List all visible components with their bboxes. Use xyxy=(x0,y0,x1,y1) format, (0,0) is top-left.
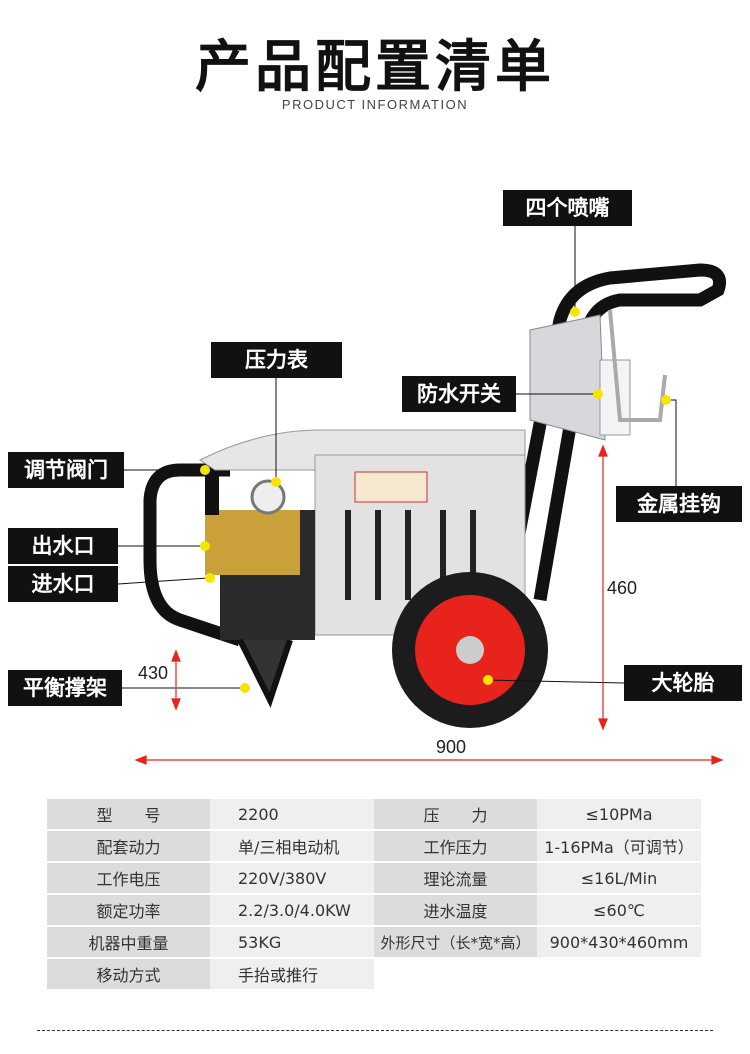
dimension-stand-height: 430 xyxy=(138,663,169,683)
stand xyxy=(237,638,293,708)
spec-key: 配套动力 xyxy=(47,831,210,861)
spec-key: 额定功率 xyxy=(47,895,210,925)
callout-tire: 大轮胎 xyxy=(624,665,742,701)
spec-key: 理论流量 xyxy=(374,863,537,893)
spec-value: 900*430*460mm xyxy=(537,927,701,957)
pump xyxy=(205,510,300,575)
spec-key: 型 号 xyxy=(47,799,210,829)
spec-key: 工作压力 xyxy=(374,831,537,861)
spec-value: ≤10PMa xyxy=(537,799,701,829)
callout-gauge: 压力表 xyxy=(211,342,342,378)
spec-key: 移动方式 xyxy=(47,959,210,989)
spec-value: 53KG xyxy=(210,927,374,957)
wheel xyxy=(392,572,548,728)
spec-key: 进水温度 xyxy=(374,895,537,925)
spec-key: 压 力 xyxy=(374,799,537,829)
divider xyxy=(37,1030,713,1031)
spec-value: 单/三相电动机 xyxy=(210,831,374,861)
dimension-arrows xyxy=(134,444,724,765)
callout-valve: 调节阀门 xyxy=(8,452,124,488)
callout-nozzles: 四个喷嘴 xyxy=(503,190,632,226)
spec-value: 1-16PMa（可调节） xyxy=(537,831,701,861)
spec-key: 外形尺寸（长*宽*高） xyxy=(374,927,537,957)
control-panel xyxy=(529,314,606,441)
spec-value: 2200 xyxy=(210,799,374,829)
dimension-length: 900 xyxy=(436,737,467,757)
page-title: 产品配置清单 xyxy=(195,35,555,100)
page-subtitle: PRODUCT INFORMATION xyxy=(281,97,469,112)
callout-stand: 平衡撑架 xyxy=(8,670,122,706)
callout-inlet: 进水口 xyxy=(8,566,118,602)
callout-outlet: 出水口 xyxy=(8,528,118,564)
spec-value: 2.2/3.0/4.0KW xyxy=(210,895,374,925)
spec-key: 机器中重量 xyxy=(47,927,210,957)
spec-value: 手抬或推行 xyxy=(210,959,374,989)
spec-value: ≤60℃ xyxy=(537,895,701,925)
gauge xyxy=(250,479,286,515)
table-row: 移动方式手抬或推行 xyxy=(47,959,701,989)
spec-key: 工作电压 xyxy=(47,863,210,893)
spec-value: 220V/380V xyxy=(210,863,374,893)
callout-hook: 金属挂钩 xyxy=(616,486,742,522)
callout-switch: 防水开关 xyxy=(402,376,516,412)
callout-dots xyxy=(200,307,671,693)
spec-value: ≤16L/Min xyxy=(537,863,701,893)
dimension-height: 460 xyxy=(607,578,638,598)
